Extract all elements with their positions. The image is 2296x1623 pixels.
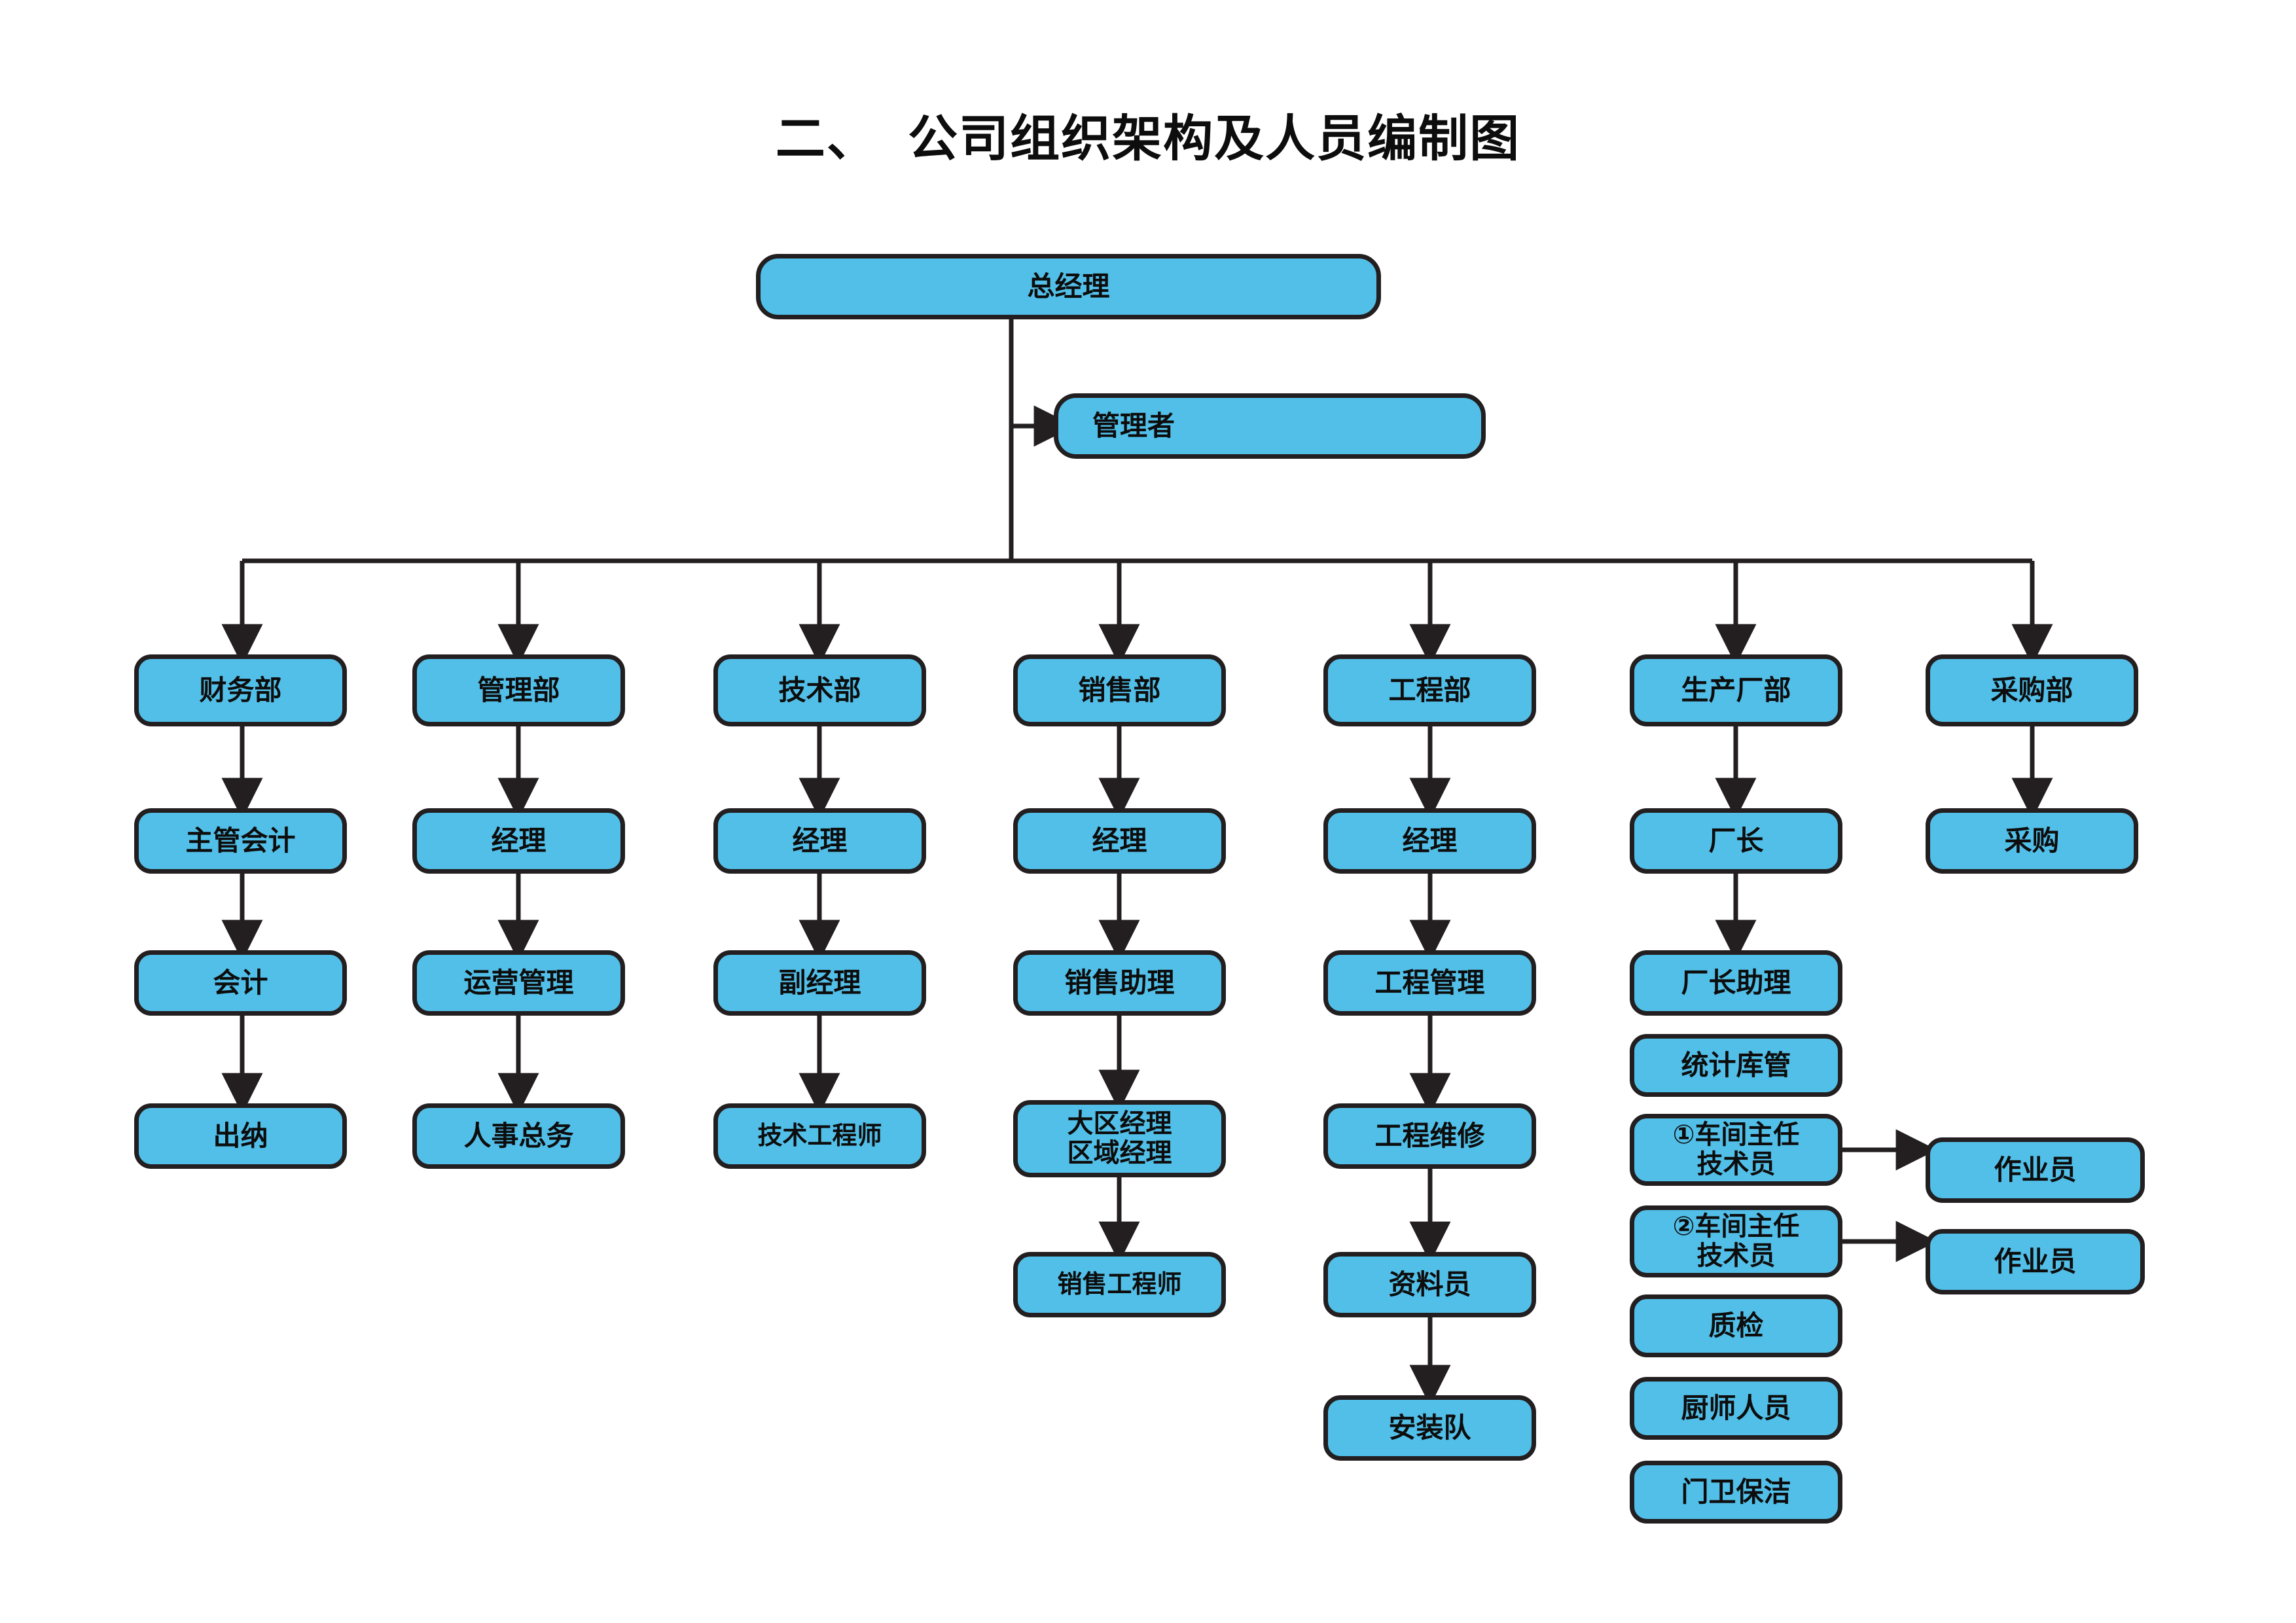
node-deputy-manager[interactable]: 副经理 (713, 950, 926, 1016)
node-general-manager[interactable]: 总经理 (756, 254, 1381, 319)
node-engineering-manager[interactable]: 经理 (1323, 808, 1536, 874)
node-hr-general-affairs[interactable]: 人事总务 (412, 1103, 625, 1169)
node-technical-engineer[interactable]: 技术工程师 (713, 1103, 926, 1169)
node-quality-inspection[interactable]: 质检 (1630, 1294, 1842, 1357)
node-department-production[interactable]: 生产厂部 (1630, 654, 1842, 726)
node-sales-engineer[interactable]: 销售工程师 (1013, 1252, 1226, 1317)
node-kitchen-staff[interactable]: 厨师人员 (1630, 1377, 1842, 1440)
node-regional-manager[interactable]: 大区经理 区域经理 (1013, 1100, 1226, 1177)
node-plant-director-assistant[interactable]: 厂长助理 (1630, 950, 1842, 1016)
node-operations-management[interactable]: 运营管理 (412, 950, 625, 1016)
page-title: 二、 公司组织架构及人员编制图 (775, 111, 1521, 167)
node-operator-1[interactable]: 作业员 (1926, 1137, 2145, 1203)
node-department-finance[interactable]: 财务部 (134, 654, 347, 726)
node-technology-manager[interactable]: 经理 (713, 808, 926, 874)
node-workshop-director-1[interactable]: ①车间主任 技术员 (1630, 1114, 1842, 1186)
node-department-engineering[interactable]: 工程部 (1323, 654, 1536, 726)
node-sales-assistant[interactable]: 销售助理 (1013, 950, 1226, 1016)
node-plant-director[interactable]: 厂长 (1630, 808, 1842, 874)
node-management-manager[interactable]: 经理 (412, 808, 625, 874)
node-chief-accountant[interactable]: 主管会计 (134, 808, 347, 874)
node-operator-2[interactable]: 作业员 (1926, 1229, 2145, 1294)
node-manager[interactable]: 管理者 (1054, 393, 1486, 459)
node-accountant[interactable]: 会计 (134, 950, 347, 1016)
node-installation-team[interactable]: 安装队 (1323, 1395, 1536, 1461)
node-department-technology[interactable]: 技术部 (713, 654, 926, 726)
node-statistics-warehouse[interactable]: 统计库管 (1630, 1034, 1842, 1097)
node-sales-manager[interactable]: 经理 (1013, 808, 1226, 874)
node-engineering-maintenance[interactable]: 工程维修 (1323, 1103, 1536, 1169)
node-engineering-management[interactable]: 工程管理 (1323, 950, 1536, 1016)
node-security-cleaning[interactable]: 门卫保洁 (1630, 1461, 1842, 1524)
node-purchaser[interactable]: 采购 (1926, 808, 2138, 874)
node-department-sales[interactable]: 销售部 (1013, 654, 1226, 726)
node-department-purchasing[interactable]: 采购部 (1926, 654, 2138, 726)
node-department-management[interactable]: 管理部 (412, 654, 625, 726)
node-document-clerk[interactable]: 资料员 (1323, 1252, 1536, 1317)
node-cashier[interactable]: 出纳 (134, 1103, 347, 1169)
node-workshop-director-2[interactable]: ②车间主任 技术员 (1630, 1205, 1842, 1277)
